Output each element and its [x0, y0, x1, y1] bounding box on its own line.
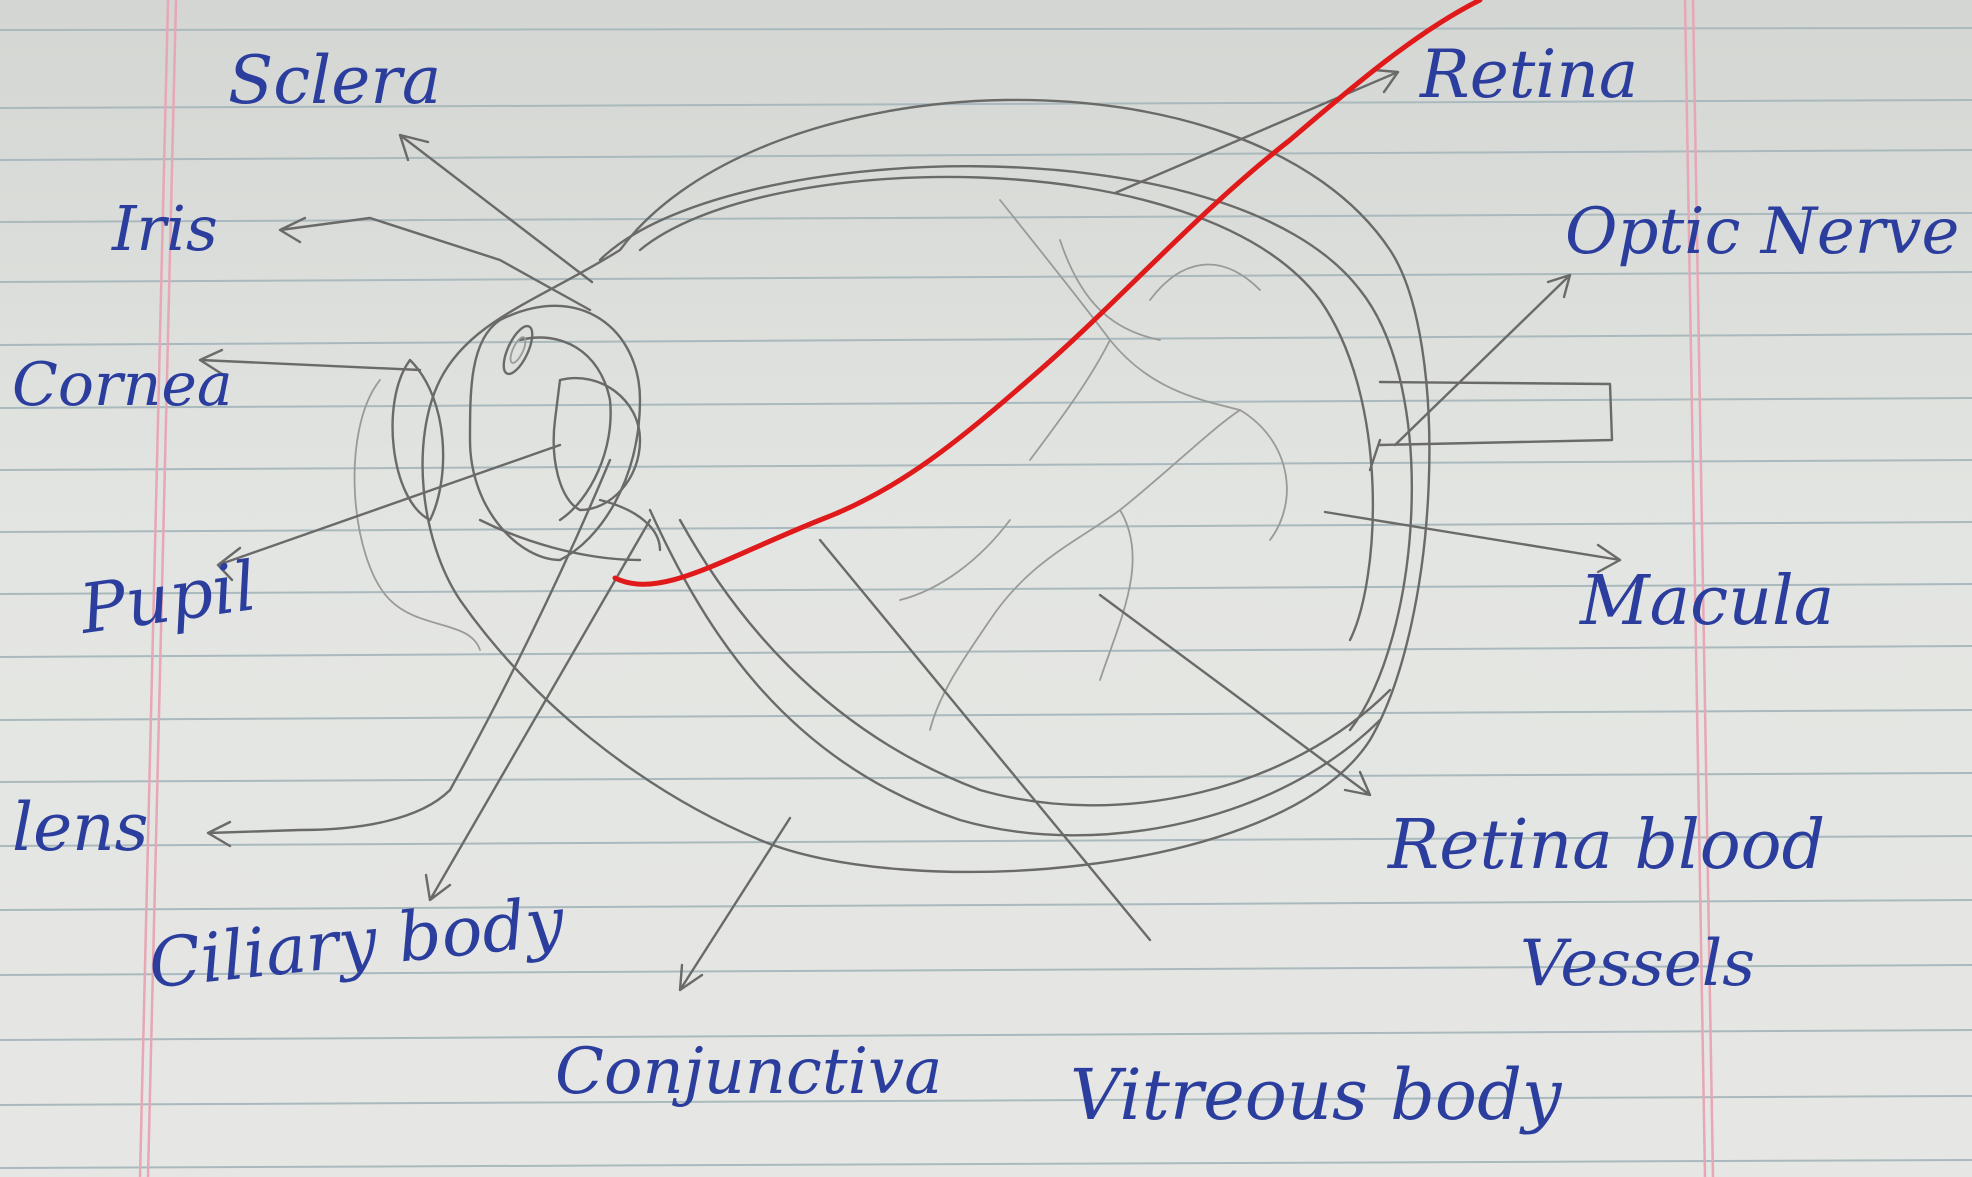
- label-sclera: Sclera: [228, 48, 441, 114]
- label-retina-blood-vessels: Retina blood: [1388, 812, 1825, 880]
- label-retina-blood-vessels-line2: Vessels: [1520, 932, 1755, 996]
- optic-nerve-shape: [1370, 382, 1612, 470]
- red-annotation-stroke: [615, 0, 1480, 584]
- label-retina: Retina: [1420, 42, 1638, 108]
- front-structures: [393, 306, 660, 560]
- label-optic-nerve: Optic Nerve: [1565, 200, 1959, 264]
- label-vitreous-body: Vitreous body: [1070, 1060, 1561, 1130]
- label-conjunctiva: Conjunctiva: [555, 1040, 942, 1104]
- label-cornea: Cornea: [12, 355, 233, 415]
- label-macula: Macula: [1580, 568, 1834, 636]
- label-iris: Iris: [112, 198, 218, 260]
- label-lens: lens: [12, 795, 149, 861]
